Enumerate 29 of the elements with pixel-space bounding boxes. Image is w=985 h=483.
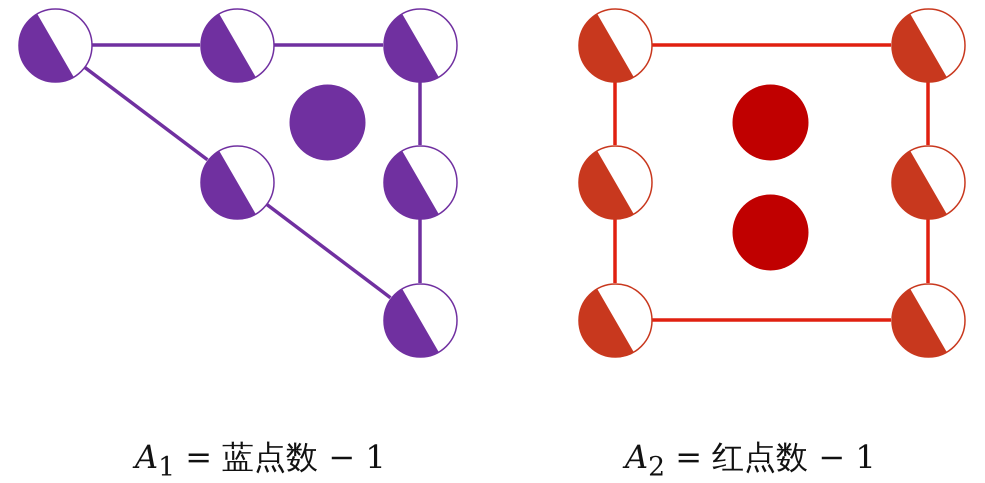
formula: A$_{2}$ = 红点数 − 1: [625, 436, 876, 482]
half-filled-circle: [576, 144, 654, 220]
half-filled-circle: [382, 282, 458, 358]
line: [926, 82, 930, 145]
line: [613, 219, 617, 283]
half-filled-circle: [890, 6, 966, 84]
filled-dot: [730, 82, 810, 162]
filled-dot: [730, 192, 810, 272]
line: [418, 82, 422, 145]
half-filled-circle: [890, 282, 966, 358]
half-filled-circle: [16, 6, 94, 84]
half-filled-circle: [382, 144, 458, 220]
line: [92, 43, 200, 47]
half-filled-circle: [576, 6, 654, 84]
half-filled-circle: [198, 6, 276, 84]
line: [652, 318, 891, 322]
half-filled-circle: [576, 282, 654, 358]
filled-dot: [288, 82, 366, 162]
line: [84, 66, 208, 162]
line: [265, 202, 392, 300]
formula: A$_{1}$ = 蓝点数 − 1: [135, 436, 386, 482]
line: [652, 43, 891, 47]
half-filled-circle: [890, 144, 966, 220]
half-filled-circle: [198, 144, 276, 220]
line: [613, 82, 617, 145]
line: [926, 219, 930, 283]
half-filled-circle: [382, 6, 458, 84]
line: [274, 43, 383, 47]
line: [418, 219, 422, 283]
